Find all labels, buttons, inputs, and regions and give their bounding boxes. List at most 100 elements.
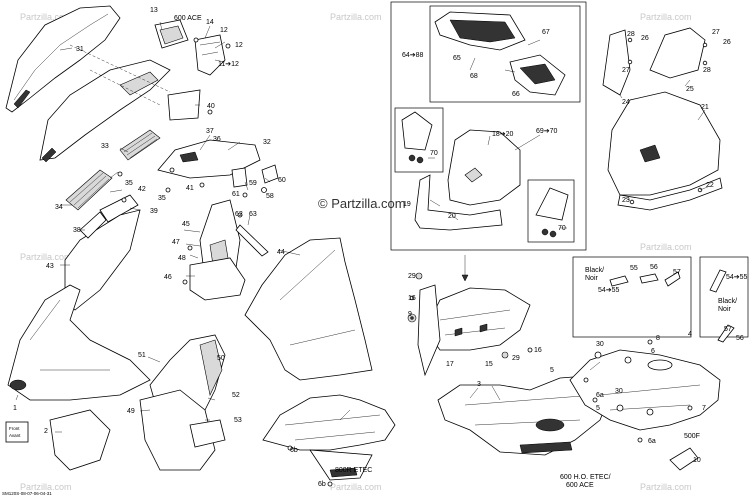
callout: 16: [408, 295, 416, 302]
callout: 59: [249, 180, 257, 187]
watermark: Partzilla.com: [330, 482, 382, 492]
callout: 5: [596, 405, 600, 412]
console-cover-right: [569, 349, 721, 431]
callout: 49: [127, 408, 135, 415]
center-watermark: © Partzilla.com: [318, 196, 406, 211]
svg-text:Front: Front: [9, 426, 20, 431]
handle-bar-pad-60: [261, 164, 279, 184]
callout: 45: [182, 221, 190, 228]
callout: 23: [622, 197, 630, 204]
callout: 68: [470, 73, 478, 80]
mid-panel-40: [167, 89, 201, 121]
front-arrow-label: Front Avant: [5, 421, 29, 443]
callout: 50: [217, 355, 225, 362]
callout: 12: [220, 27, 228, 34]
handguard-box: [429, 5, 581, 103]
headlight-mount-17: [417, 284, 441, 377]
callout: 41: [186, 185, 194, 192]
side-cover-44: [244, 237, 373, 381]
front-nose-panel-1: [7, 284, 151, 401]
callout: 33: [101, 143, 109, 150]
callout: 29: [512, 355, 520, 362]
callout: 6a: [648, 438, 656, 445]
callout: 54➔55: [726, 274, 748, 281]
callout: 67: [542, 29, 550, 36]
callout: 24: [622, 99, 630, 106]
windshield-base-19: [414, 174, 503, 231]
callout: 11➔12: [218, 61, 239, 68]
callout-labels: 31 13 600 ACE 14 12 12 11➔12 40 37 36 32…: [2, 7, 748, 496]
callout: 44: [277, 249, 285, 256]
callout: 22: [706, 182, 714, 189]
grommet: [549, 230, 557, 238]
callout: 62: [235, 211, 243, 218]
callout: 57: [673, 269, 681, 276]
callout: 42: [138, 186, 146, 193]
callout: 60: [278, 177, 286, 184]
callout: 37: [206, 128, 214, 135]
watermark: Partzilla.com: [330, 12, 382, 22]
callout: 52: [232, 392, 240, 399]
callout: 32: [263, 139, 271, 146]
callout: 27: [622, 67, 630, 74]
callout: 1: [13, 405, 17, 412]
nose-bottom-2: [49, 409, 111, 471]
callout: 6b: [290, 447, 298, 454]
callout: 10: [693, 457, 701, 464]
fuel-cap-4: [647, 359, 673, 371]
callout: 36: [213, 136, 221, 143]
callout: 56: [736, 335, 744, 342]
variant-label: Noir: [585, 275, 599, 282]
callout: 18➔20: [492, 131, 514, 138]
decal-parts: [609, 269, 735, 343]
deflector-24: [602, 29, 631, 96]
callout: 26: [723, 39, 731, 46]
callout: 25: [686, 86, 694, 93]
grommet: [541, 228, 549, 236]
knee-panel-49: [139, 389, 216, 471]
callout: 6a: [596, 392, 604, 399]
hood-3: [437, 374, 611, 456]
callout: 61: [232, 191, 240, 198]
grommet-29: [415, 272, 423, 280]
callout: 58: [266, 193, 274, 200]
lower-trim-38: [79, 211, 107, 239]
callout: 17: [446, 361, 454, 368]
callout: 2: [44, 428, 48, 435]
vent-grille-33: [119, 129, 161, 161]
callout: 48: [178, 255, 186, 262]
callout: 29: [408, 273, 416, 280]
callout: 30: [596, 341, 604, 348]
bracket-assembly-14: [194, 34, 226, 76]
callout: 6b: [318, 481, 326, 488]
side-panel-upper: [5, 5, 121, 113]
callout: 34: [55, 204, 63, 211]
small-panel-10: [669, 447, 699, 471]
variant-label: Black/: [585, 267, 604, 274]
grommet: [408, 154, 416, 162]
callout: 57: [724, 326, 732, 333]
fasteners-left: [117, 37, 267, 285]
callout: 19: [403, 201, 411, 208]
side-strip-39: [99, 194, 139, 223]
callout: 30: [615, 388, 623, 395]
mirror-glass-box-19: [401, 111, 433, 151]
variant-label: 600 ACE: [174, 15, 202, 22]
fasteners-right: [287, 339, 693, 487]
variant-label: Noir: [718, 306, 732, 313]
watermark: Partzilla.com: [20, 252, 72, 262]
grommet: [416, 156, 424, 164]
callout: 14: [206, 19, 214, 26]
callout: 55: [630, 265, 638, 272]
screw-16: [527, 347, 533, 353]
strap-63: [235, 224, 269, 257]
callout: 56: [650, 264, 658, 271]
variant-label: 600 H.O. ETEC/: [560, 474, 611, 481]
windshield-18: [447, 129, 521, 206]
mirror-glass-box-70: [535, 187, 569, 221]
callout: 65: [453, 55, 461, 62]
callout: 12: [235, 42, 243, 49]
watermark: Partzilla.com: [640, 482, 692, 492]
callout: 31: [76, 46, 84, 53]
